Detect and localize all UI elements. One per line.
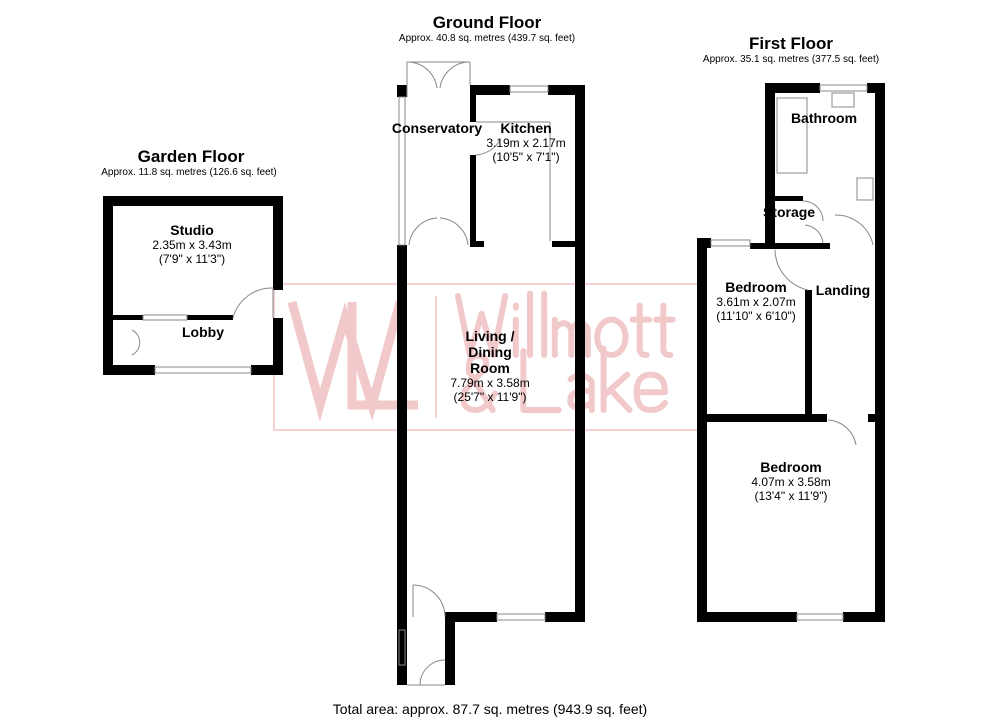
watermark-glyph <box>633 305 650 355</box>
room-bedroom-1-metric: 3.61m x 2.07m <box>716 295 796 309</box>
ground-floor-area: Approx. 40.8 sq. metres (439.7 sq. feet) <box>398 33 576 44</box>
total-area: Total area: approx. 87.7 sq. metres (943… <box>332 701 648 717</box>
room-bedroom-1-name: Bedroom <box>725 279 787 295</box>
room-living-name-line1: Living / <box>465 328 515 344</box>
ground-floor-fixtures <box>398 61 551 686</box>
room-bedroom-2-imperial: (13'4" x 11'9") <box>754 489 828 503</box>
room-kitchen-metric: 3.19m x 2.17m <box>486 136 566 150</box>
garden-floor-fixtures <box>131 287 274 374</box>
watermark-glyph <box>604 349 630 410</box>
first-floor-area: Approx. 35.1 sq. metres (377.5 sq. feet) <box>702 54 880 65</box>
room-conservatory-name: Conservatory <box>391 120 483 136</box>
first-floor-walls <box>697 83 885 622</box>
room-studio-metric: 2.35m x 3.43m <box>152 238 232 252</box>
room-studio-name: Studio <box>170 222 214 238</box>
ground-floor-walls <box>397 85 585 685</box>
room-lobby-name: Lobby <box>182 324 224 340</box>
watermark-glyph <box>458 296 505 355</box>
room-living-imperial: (25'7" x 11'9") <box>453 390 527 404</box>
room-living-name-line3: Room <box>470 360 510 376</box>
garden-floor-area: Approx. 11.8 sq. metres (126.6 sq. feet) <box>101 167 277 178</box>
room-living-name-line2: Dining <box>468 344 512 360</box>
room-kitchen-name: Kitchen <box>500 120 552 136</box>
room-bedroom-2-metric: 4.07m x 3.58m <box>751 475 831 489</box>
garden-floor-title: Garden Floor <box>137 147 245 166</box>
room-bedroom-2-name: Bedroom <box>760 459 822 475</box>
room-living-metric: 7.79m x 3.58m <box>450 376 530 390</box>
room-storage-name: Storage <box>762 204 816 220</box>
watermark-monogram <box>287 300 418 422</box>
watermark-glyph <box>523 351 558 410</box>
first-floor-fixtures <box>710 84 874 621</box>
room-bedroom-1-imperial: (11'10" x 6'10") <box>716 309 796 323</box>
watermark-wordmark <box>458 294 673 410</box>
ground-floor-title: Ground Floor <box>432 13 542 32</box>
room-bathroom-name: Bathroom <box>790 110 858 126</box>
watermark-glyph <box>656 305 673 355</box>
watermark-glyph <box>637 375 665 410</box>
garden-floor-walls <box>103 196 283 375</box>
watermark-glyph <box>463 356 495 410</box>
first-floor-title: First Floor <box>748 34 834 53</box>
room-kitchen-imperial: (10'5" x 7'1") <box>492 150 560 164</box>
room-landing-name: Landing <box>815 282 871 298</box>
room-studio-imperial: (7'9" x 11'3") <box>158 252 226 266</box>
